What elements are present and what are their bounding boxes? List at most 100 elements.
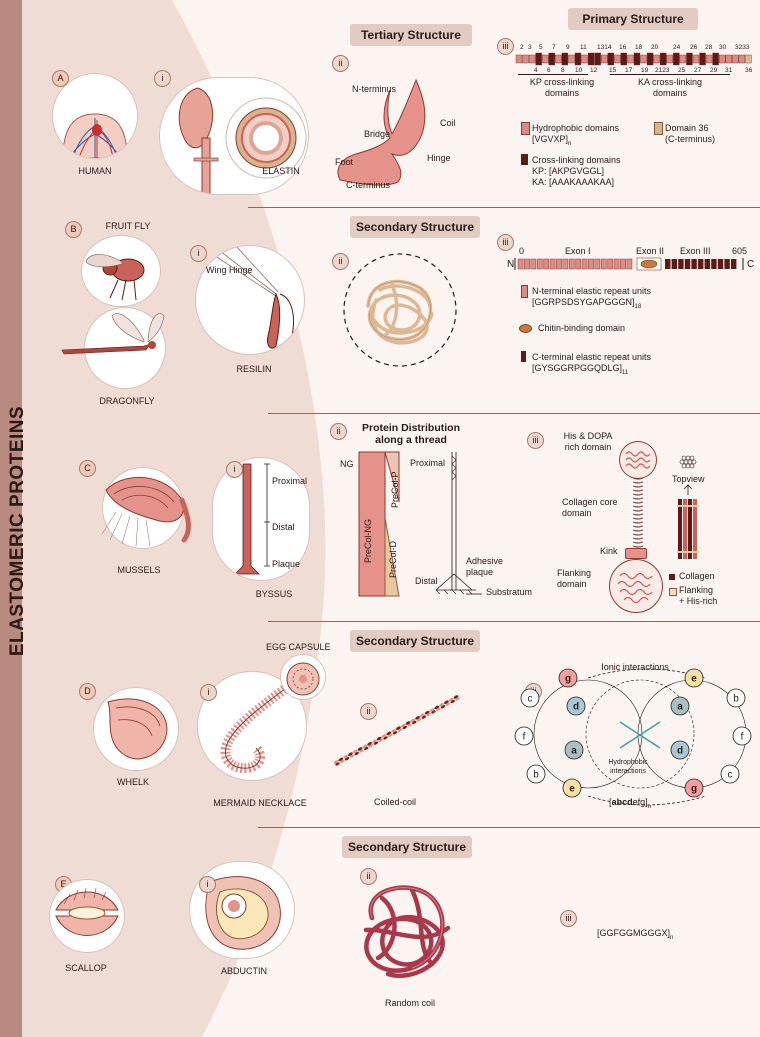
cterm-swatch [521,351,526,362]
badge-d: D [79,683,96,700]
badge-e-iii: iii [560,910,577,927]
cterm-repeat [671,259,677,269]
elastin-domain [594,52,601,66]
helix-turn [632,481,644,484]
badge-c-ii: ii [330,423,347,440]
cterm-repeat [731,259,737,269]
wheel-residue-label: g [691,784,697,795]
coil-segment [392,731,398,735]
cterm-repeat [711,259,717,269]
elastin-top-number: 28 [705,44,713,51]
elastin-domain [640,54,647,64]
wheel-residue-right [684,668,704,688]
coil-segment [436,707,441,711]
wheel-residue-right [670,740,690,760]
tertiary-structure-title: Tertiary Structure [350,24,472,46]
badge-b-iii: iii [497,234,514,251]
wheel-residue-label: a [571,746,577,757]
elastin-domain [719,54,726,64]
elastin-domain [738,54,746,64]
elastin-domain [555,54,562,64]
hydrophobic-swatch [521,122,530,135]
coil-segment [335,762,340,766]
precol-d-label: PreCol-D [388,540,398,578]
wheel-residue-left [566,696,586,716]
resilin-n-label: N [507,259,515,270]
elastin-domain [620,52,628,66]
domain36-sub: (C-terminus) [665,134,716,144]
coiled-coil-graphic [333,695,460,766]
coil-segment [440,705,446,709]
resilin-illustration [196,246,304,354]
scallop-shell-icon [55,887,119,936]
wheel-residue-label: e [691,674,697,685]
scallop-illustration [50,880,124,952]
coil-segment [416,718,422,722]
c-terminus-label: C-terminus [346,180,391,190]
coil-segment [373,741,379,745]
elastin-bottom-number: 4 [534,67,538,74]
wheel-residue-left [526,764,546,784]
wheel-residue-label: c [728,770,733,781]
coil-segment [368,744,374,748]
helix-turn [632,493,644,496]
distal-thread-label: Distal [415,576,438,586]
nterm-repeat [543,258,550,270]
n-terminus-label: N-terminus [352,84,397,94]
hydrophobic-seq: [VGVXP]n [532,134,572,147]
nterm-swatch [521,285,528,298]
cterm-repeat [704,259,710,269]
byssus-label: BYSSUS [255,589,293,599]
coil-label: Coil [440,118,456,128]
byssus-thread-icon [234,463,270,575]
coiled-coil-label: Coiled-coil [373,797,417,807]
random-coil-graphic [363,885,451,978]
fruit-fly-icon [85,254,145,301]
elastin-top-number: 20 [651,44,659,51]
badge-c-i: i [226,461,243,478]
elastin-domain [699,52,706,66]
badge-a-i: i [154,70,171,87]
elastin-domain [581,54,588,64]
elastin-domain [712,52,719,66]
heptad-formula: [abcdefg]n [609,797,651,810]
left-band [0,0,22,1037]
mussels-label: MUSSELS [117,565,161,575]
elastin-domain [745,54,752,64]
whelk-illustration [94,688,178,770]
elastin-top-number: 16 [619,44,627,51]
elastin-domain [646,52,654,66]
coil-segment [364,746,369,750]
fruit-fly-illustration [82,236,160,306]
elastin-bottom-number: 10 [575,67,583,74]
elastin-domain [574,52,582,66]
abductin-shell-icon [205,876,281,950]
coil-segment [450,700,455,704]
flanking-swatch [669,588,677,596]
flanking-domain [610,560,662,612]
badge-b-ii: ii [332,253,349,270]
coil-segment [455,697,460,701]
scallop-label: SCALLOP [65,963,107,973]
elastin-bottom-number: 12 [590,67,598,74]
divider-2 [268,413,760,414]
nterm-repeat [607,258,614,270]
wheel-residue-left [562,778,582,798]
human-illustration [53,74,137,158]
collagen-bundle-icon [677,484,699,559]
mussel-icon [101,476,191,547]
elastin-bottom-number: 29 [710,67,718,74]
badge-b-i: i [190,245,207,262]
elastin-illustration [160,78,308,194]
helix-turn [632,485,644,488]
his-dopa-wave-icon [625,451,651,469]
coil-segment [340,759,345,763]
distribution-title: Protein Distribution along a thread [362,422,460,446]
nterm-repeat [581,258,588,270]
elastin-top-number: 9 [566,44,570,51]
elastin-top-number: 3 [528,44,532,51]
chitin-binding-domain [640,259,658,269]
elastin-bottom-number: 6 [547,67,551,74]
helix-turn [632,477,644,480]
